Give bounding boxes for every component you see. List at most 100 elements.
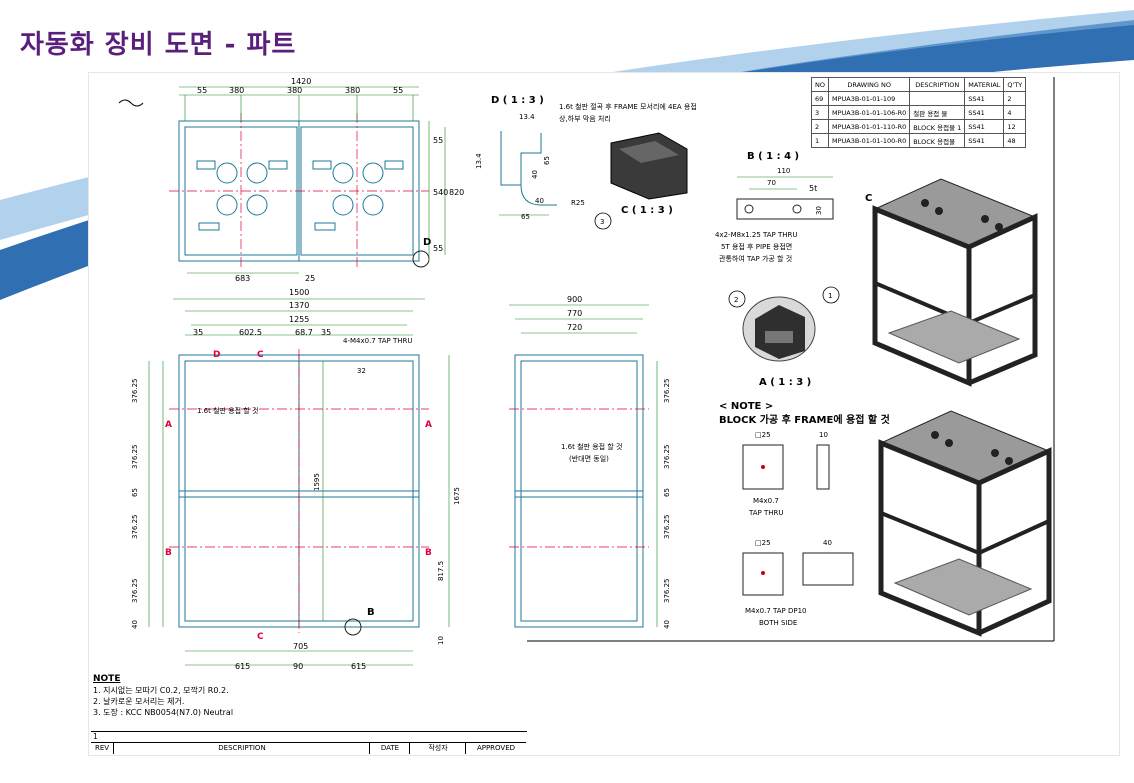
front-bottom-dim-90: 90 — [293, 662, 303, 671]
detail-b-note-3: 관통하여 TAP 가공 할 것 — [719, 254, 792, 263]
drawing-sheet: 1420 55 380 380 380 55 55 540 820 55 683… — [88, 72, 1120, 756]
bom-cell: 4 — [1003, 105, 1027, 120]
detail-b-dim-1: 110 — [777, 167, 790, 175]
front-section-d: D — [213, 350, 220, 360]
detail-b-label: B ( 1 : 4 ) — [747, 151, 799, 162]
bom-cell: BLOCK 용접물 1 — [909, 119, 966, 134]
detail-a-balloon-1: 2 — [734, 296, 738, 304]
block-1-dim-2: 10 — [819, 431, 828, 439]
detail-d-label: D ( 1 : 3 ) — [491, 95, 544, 106]
block-1-note-1: M4x0.7 — [753, 497, 779, 505]
rev-col-approved: APPROVED — [465, 742, 526, 754]
front-bottom-dim-615b: 615 — [351, 662, 366, 671]
top-seg-3: 380 — [287, 86, 302, 95]
detail-d: D ( 1 : 3 ) 1.6t 철판 절곡 후 FRAME 모서리에 4EA … — [475, 95, 697, 221]
detail-d-dim-2: 13.4 — [475, 153, 483, 169]
bom-cell: 1 — [811, 133, 829, 148]
front-tap-note: 4-M4x0.7 TAP THRU — [343, 337, 412, 345]
iso-view-top: C — [865, 178, 1038, 387]
detail-d-dim-6: 65 — [521, 213, 530, 221]
detail-c: 3 C ( 1 : 3 ) — [594, 132, 688, 230]
side-weld-note-2: (반대면 동일) — [569, 454, 609, 463]
front-section-c-bottom: C — [257, 632, 264, 642]
bom-cell: MPUA3B-01-01-106-R0 — [827, 105, 911, 120]
front-dim-68: 68.7 — [295, 328, 313, 337]
front-left-dim-3: 65 — [131, 488, 139, 497]
bom-header: DESCRIPTION — [909, 77, 966, 92]
detail-b-note-1: 4x2-M8x1.25 TAP THRU — [715, 231, 798, 239]
bom-cell: SS41 — [964, 105, 1005, 120]
block-2-note-2: BOTH SIDE — [759, 619, 797, 627]
front-section-c-top: C — [257, 350, 264, 360]
top-right-dim-2: 540 — [433, 188, 448, 197]
side-right-dim-4: 376.25 — [663, 515, 671, 540]
bom-header: MATERIAL — [964, 77, 1005, 92]
top-seg-4: 380 — [345, 86, 360, 95]
front-left-dim-1: 376.25 — [131, 379, 139, 404]
front-right-dim-1: 1675 — [453, 487, 461, 505]
front-left-dim-5: 376.25 — [131, 579, 139, 604]
front-section-b-right: B — [425, 548, 432, 558]
top-right-dim-4: 55 — [433, 244, 443, 253]
bom-header: NO — [811, 77, 829, 92]
front-left-dim-4: 376.25 — [131, 515, 139, 540]
top-right-dim-1: 55 — [433, 136, 443, 145]
revision-block: 1 REV DESCRIPTION DATE 작성자 APPROVED — [91, 731, 527, 754]
top-seg-1: 55 — [197, 86, 207, 95]
front-section-a-left: A — [165, 420, 172, 430]
side-dim-900: 900 — [567, 295, 582, 304]
front-detail-b: B — [367, 607, 375, 618]
bom-row: 3 MPUA3B-01-01-106-R0 철판 용접 물 SS41 4 — [811, 105, 1027, 120]
detail-d-dim-1: 13.4 — [519, 113, 535, 121]
block-note-text: BLOCK 가공 후 FRAME에 용접 할 것 — [719, 413, 890, 426]
slide-title: 자동화 장비 도면 - 파트 — [20, 30, 297, 60]
general-notes: NOTE 1. 지시없는 모따기 C0.2, 모깍기 R0.2. 2. 날카로운… — [93, 673, 233, 718]
bom-cell: 48 — [1003, 133, 1027, 148]
bom-cell: SS41 — [964, 91, 1005, 106]
bom-cell: MPUA3B-01-01-100-R0 — [827, 133, 911, 148]
front-dim-1255: 1255 — [289, 315, 309, 324]
side-right-dim-5: 376.25 — [663, 579, 671, 604]
rev-col-rev: REV — [91, 742, 113, 754]
front-dim-35a: 35 — [193, 328, 203, 337]
bom-cell: SS41 — [964, 119, 1005, 134]
detail-d-note-2: 상,하부 막음 처리 — [559, 114, 611, 123]
side-view: 900 770 720 376.25 376.25 65 376.25 376.… — [509, 295, 671, 629]
bom-row: 2 MPUA3B-01-01-110-R0 BLOCK 용접물 1 SS41 1… — [811, 119, 1027, 134]
bom-header: Q'TY — [1003, 77, 1027, 92]
bom-header: DRAWING NO — [827, 77, 911, 92]
top-detail-ref: D — [423, 237, 431, 248]
bom-table: NO DRAWING NO DESCRIPTION MATERIAL Q'TY … — [811, 77, 1027, 148]
cad-drawing: 1420 55 380 380 380 55 55 540 820 55 683… — [118, 77, 1055, 671]
top-seg-5: 55 — [393, 86, 403, 95]
notes-title: NOTE — [93, 674, 121, 684]
block-2-dim-2: 40 — [823, 539, 832, 547]
block-1-dim-1: □25 — [755, 431, 771, 439]
detail-b: B ( 1 : 4 ) 110 70 5t 30 4x2-M8x1.25 TAP… — [715, 151, 834, 263]
bom-cell: MPUA3B-01-01-110-R0 — [827, 119, 911, 134]
top-right-dim-3: 820 — [449, 188, 464, 197]
detail-c-label: C ( 1 : 3 ) — [621, 205, 673, 216]
detail-d-dim-5: 40 — [535, 197, 544, 205]
rev-col-date: DATE — [369, 742, 410, 754]
front-dim-35b: 35 — [321, 328, 331, 337]
detail-b-dim-4: 30 — [815, 206, 823, 215]
rev-col-author: 작성자 — [409, 742, 466, 754]
front-bottom-dim-615a: 615 — [235, 662, 250, 671]
front-small-dim: 32 — [357, 367, 366, 375]
revision-number: 1 — [93, 732, 98, 741]
front-section-b-left: B — [165, 548, 172, 558]
bom-cell: 12 — [1003, 119, 1027, 134]
bom-cell: MPUA3B-01-01-109 — [827, 91, 911, 106]
front-left-dim-6: 40 — [131, 620, 139, 629]
detail-b-note-2: 5T 용접 후 PIPE 용접면 — [721, 242, 792, 251]
block-2-note-1: M4x0.7 TAP DP10 — [745, 607, 806, 615]
front-left-dim-2: 376.25 — [131, 445, 139, 470]
front-dim-1370: 1370 — [289, 301, 309, 310]
front-center-dim: 1595 — [313, 473, 321, 491]
side-right-dim-6: 40 — [663, 620, 671, 629]
block-note-title: < NOTE > — [719, 401, 773, 412]
top-view: 1420 55 380 380 380 55 55 540 820 55 683… — [169, 77, 464, 283]
side-dim-720: 720 — [567, 323, 582, 332]
